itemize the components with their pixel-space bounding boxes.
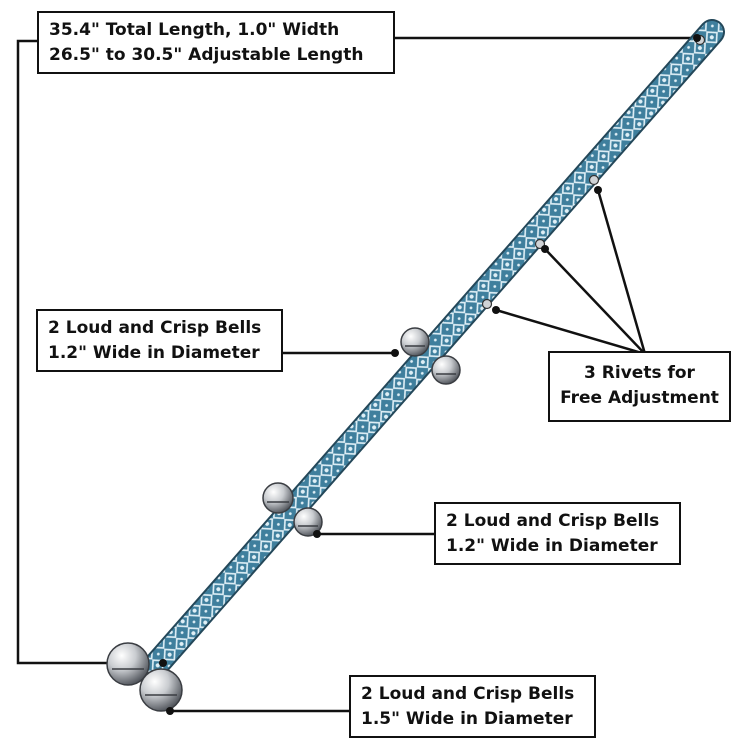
callout-bells-lower: 2 Loud and Crisp Bells 1.5" Wide in Diam…	[349, 675, 596, 738]
callout-text-line: 1.5" Wide in Diameter	[361, 709, 573, 729]
callout-text-line: 26.5" to 30.5" Adjustable Length	[49, 45, 364, 65]
callout-text-line: 2 Loud and Crisp Bells	[446, 511, 660, 531]
leader-line-rivet-1	[596, 189, 647, 355]
bell-icon	[262, 482, 294, 514]
callout-bells-middle: 2 Loud and Crisp Bells 1.2" Wide in Diam…	[434, 502, 681, 565]
callout-dots	[159, 34, 701, 715]
callout-text-line: Free Adjustment	[560, 388, 719, 408]
callout-text-line: 1.2" Wide in Diameter	[48, 343, 260, 363]
bells	[106, 327, 461, 712]
leader-line-length-left	[16, 39, 163, 665]
rivet-1	[588, 174, 600, 186]
callout-text-line: 1.2" Wide in Diameter	[446, 536, 658, 556]
leader-line-rivet-3	[495, 308, 646, 356]
callout-text-line: 35.4" Total Length, 1.0" Width	[49, 20, 340, 40]
bell-icon	[139, 668, 183, 712]
bell-icon	[293, 507, 323, 537]
callout-total-length: 35.4" Total Length, 1.0" Width 26.5" to …	[37, 11, 395, 74]
rivet-3	[481, 298, 493, 310]
leader-lines	[16, 36, 697, 713]
strap	[137, 19, 725, 685]
bell-icon	[431, 355, 461, 385]
callout-rivets: 3 Rivets for Free Adjustment	[548, 351, 731, 422]
leader-line-rivet-2	[544, 248, 646, 355]
callout-text-line: 2 Loud and Crisp Bells	[361, 684, 575, 704]
bell-icon	[106, 642, 150, 686]
callout-text-line: 3 Rivets for	[584, 363, 695, 383]
bell-icon	[400, 327, 430, 357]
callout-bells-upper: 2 Loud and Crisp Bells 1.2" Wide in Diam…	[36, 309, 283, 372]
callout-text-line: 2 Loud and Crisp Bells	[48, 318, 262, 338]
